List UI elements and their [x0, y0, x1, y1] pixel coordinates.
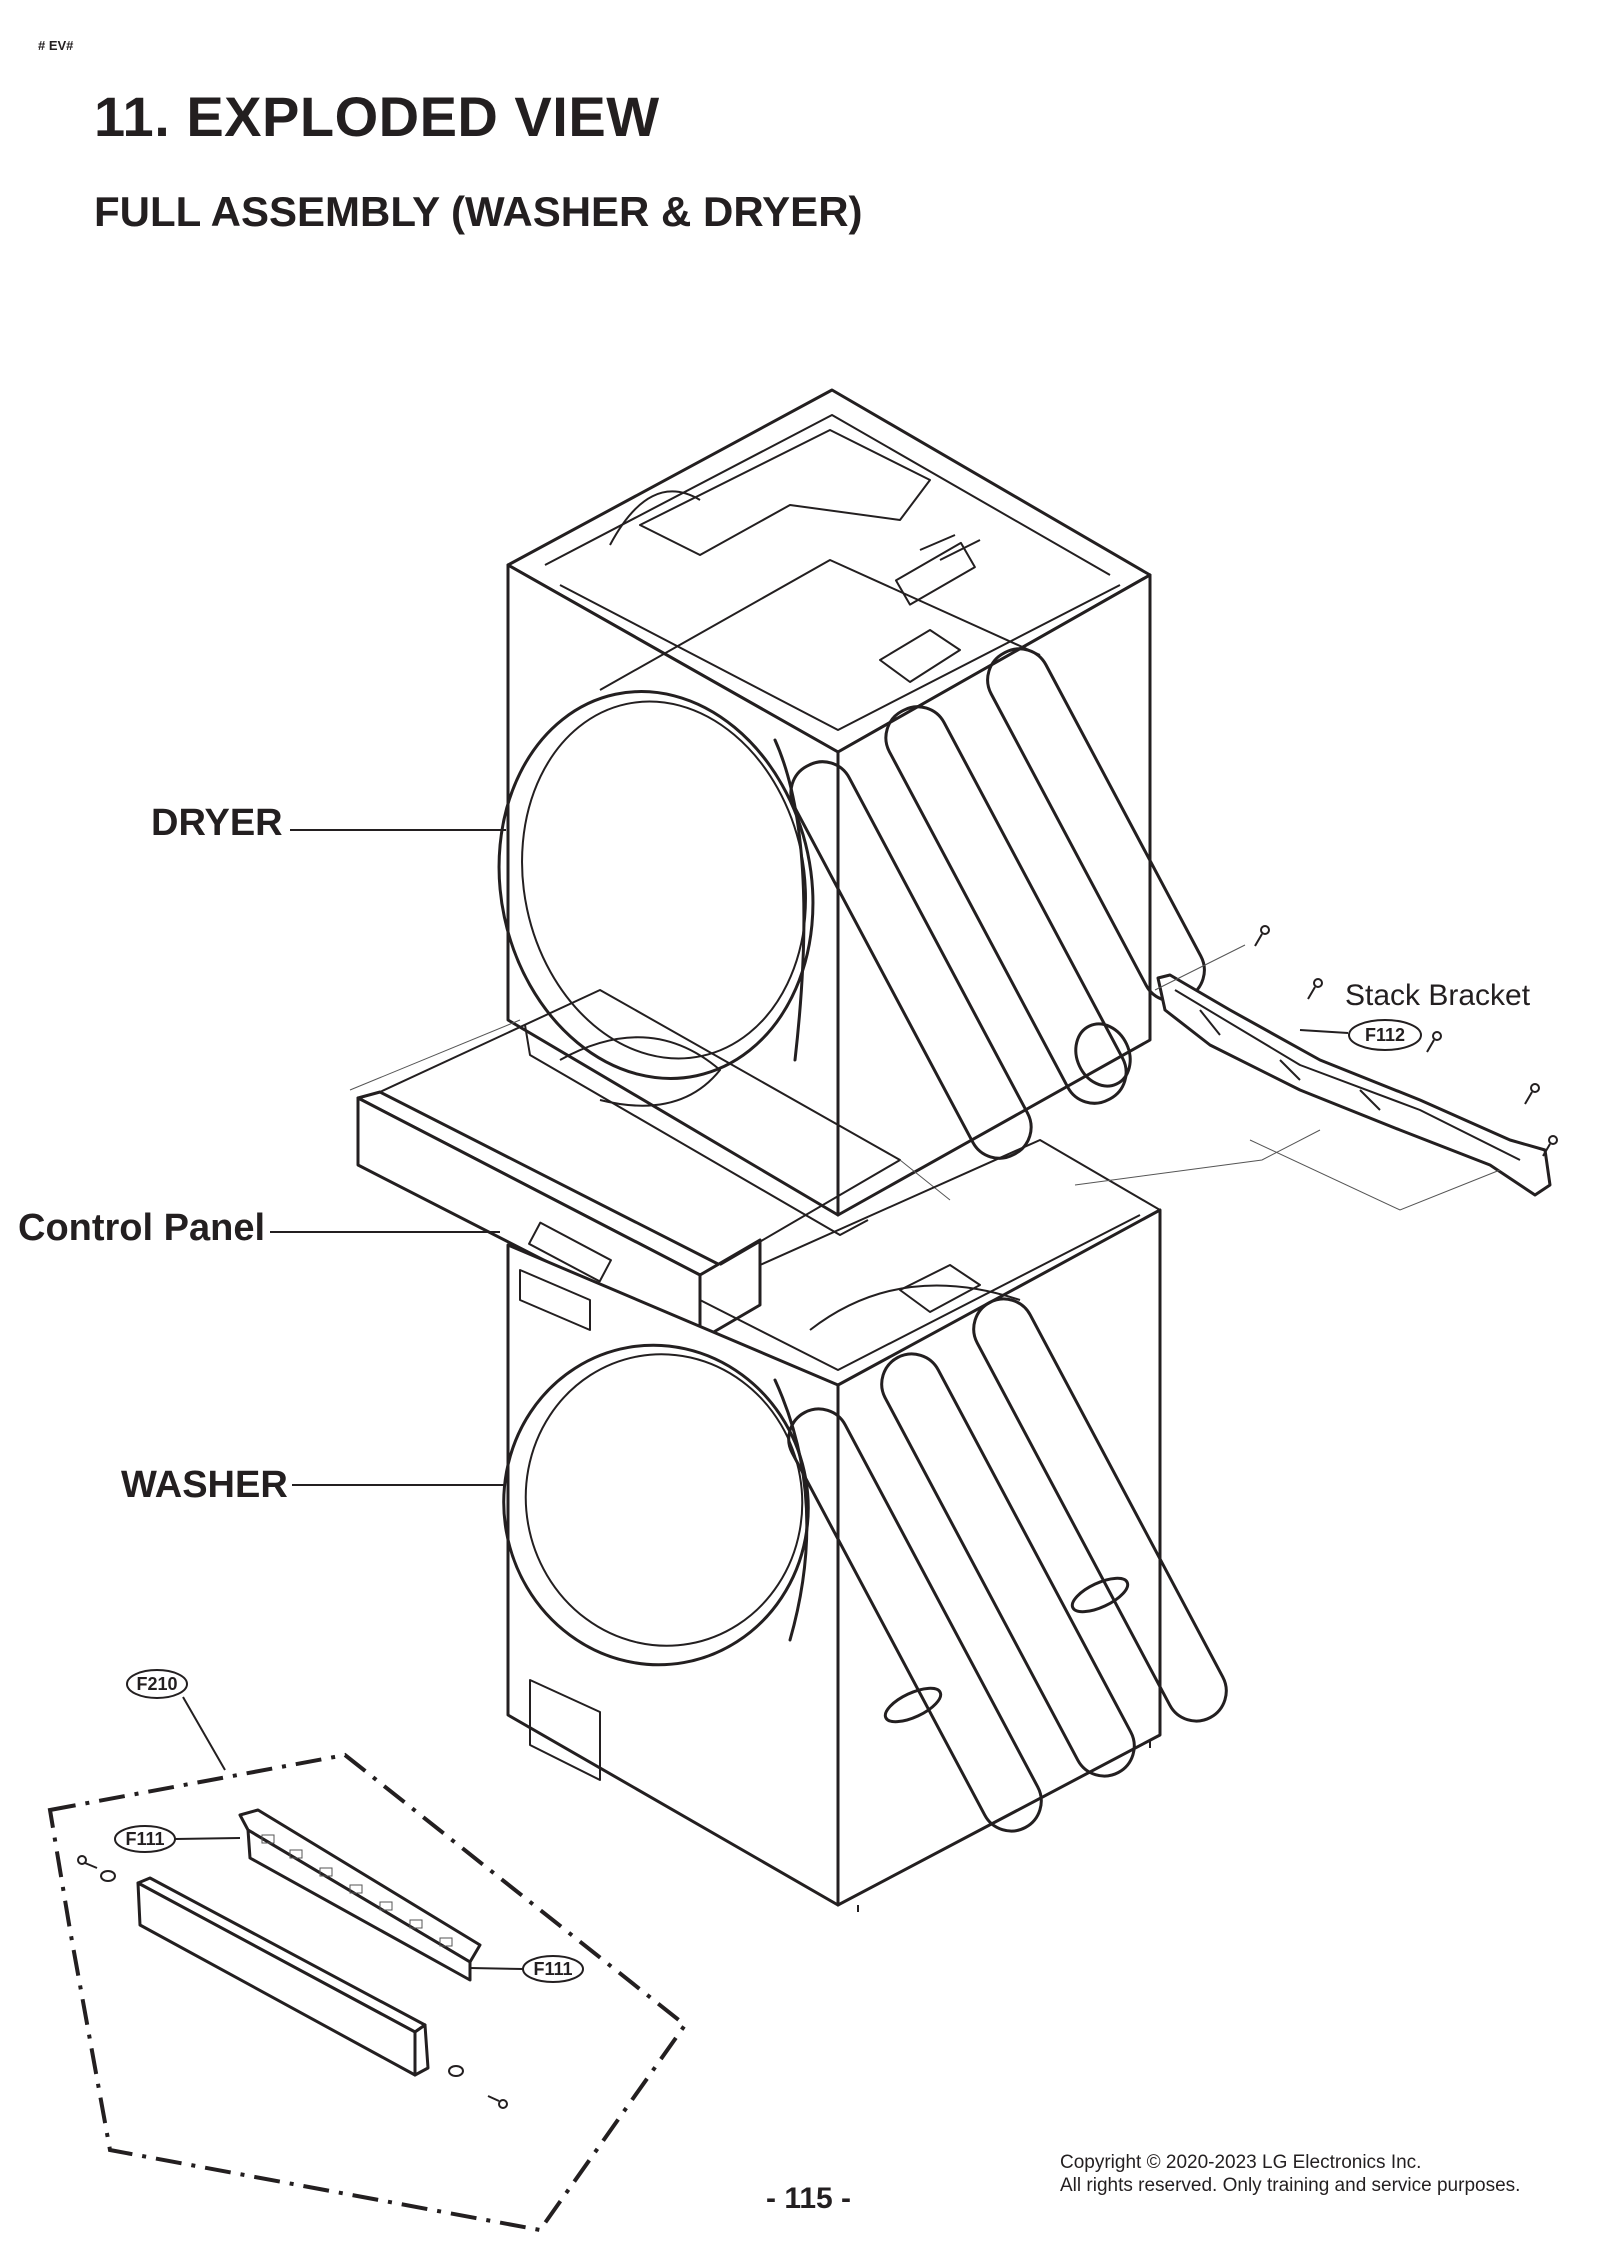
copyright-line-1: Copyright © 2020-2023 LG Electronics Inc…	[1060, 2152, 1422, 2173]
stack-bracket-label: Stack Bracket	[1345, 979, 1531, 1012]
control-panel-label: Control Panel	[18, 1207, 266, 1249]
dryer-label: DRYER	[151, 802, 283, 844]
copyright-line-2: All rights reserved. Only training and s…	[1060, 2175, 1521, 2196]
washer-label: WASHER	[121, 1464, 288, 1506]
svg-text:F112: F112	[1365, 1025, 1405, 1045]
callout-f112: F112	[1348, 1019, 1422, 1051]
washer-unit	[502, 1139, 1228, 1912]
callout-f111-left: F111	[114, 1825, 176, 1853]
svg-text:F111: F111	[125, 1829, 164, 1849]
callout-f111-right: F111	[522, 1955, 584, 1983]
dryer-unit	[497, 388, 1206, 1236]
section-subtitle: FULL ASSEMBLY (WASHER & DRYER)	[94, 188, 863, 235]
stack-bracket-part	[1074, 925, 1558, 1211]
page-title: 11. EXPLODED VIEW	[94, 85, 660, 148]
document-tag: # EV#	[38, 38, 74, 53]
detail-view-f210	[47, 1696, 688, 2233]
svg-text:F111: F111	[533, 1959, 572, 1979]
page-number: - 115 -	[766, 2182, 852, 2215]
svg-text:F210: F210	[136, 1674, 177, 1694]
callout-f210: F210	[126, 1669, 188, 1699]
leader-lines	[270, 829, 1349, 1486]
copyright-notice: Copyright © 2020-2023 LG Electronics Inc…	[1060, 2151, 1520, 2197]
